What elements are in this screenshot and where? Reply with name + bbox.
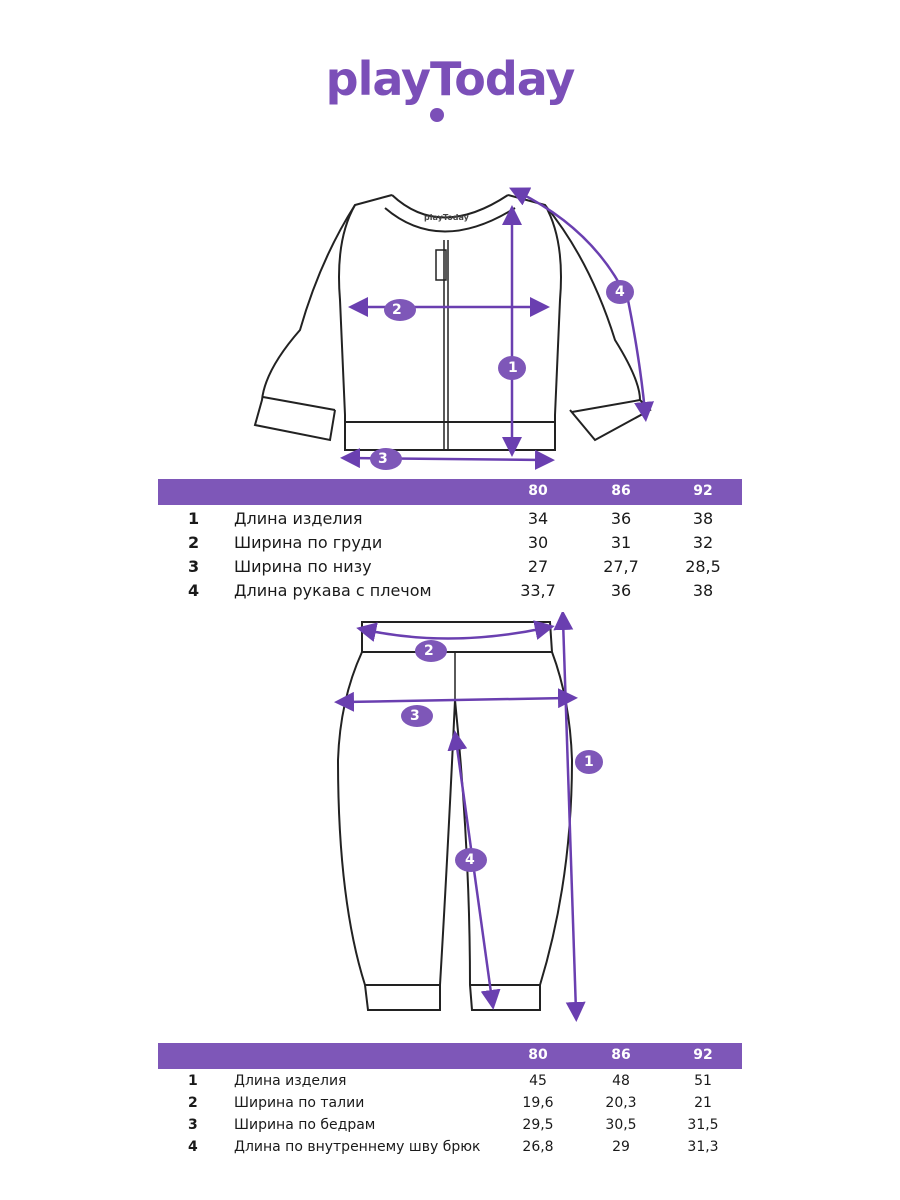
pants-marker-1: 1	[584, 754, 594, 770]
value-92: 51	[694, 1073, 712, 1089]
value-80: 26,8	[522, 1139, 554, 1155]
table-row: 3 Ширина по бедрам 29,5 30,5 31,5	[158, 1115, 742, 1137]
jacket-marker-4: 4	[615, 284, 625, 300]
pants-marker-4: 4	[465, 852, 475, 868]
brand-logo: playToday	[325, 52, 576, 106]
pants-marker-3: 3	[410, 708, 420, 724]
jacket-outline	[253, 194, 652, 451]
size-80: 80	[528, 483, 548, 499]
row-number: 3	[188, 557, 200, 576]
value-86: 36	[610, 581, 632, 600]
value-80: 29,5	[522, 1117, 554, 1133]
logo-dot	[430, 108, 444, 122]
row-number: 2	[188, 533, 200, 552]
value-80: 19,6	[522, 1095, 554, 1111]
value-86: 31	[610, 533, 632, 552]
value-92: 31,3	[687, 1139, 719, 1155]
table-row: 3 Ширина по низу 27 27,7 28,5	[158, 555, 742, 579]
value-86: 29	[612, 1139, 630, 1155]
jacket-markers	[370, 280, 634, 470]
row-number: 3	[188, 1117, 198, 1133]
row-label: Ширина по талии	[234, 1095, 365, 1111]
pants-marker-2: 2	[424, 643, 434, 659]
jacket-size-table: 80 86 92 1 Длина изделия 34 36 38 2 Шири…	[158, 479, 742, 603]
table-row: 4 Длина по внутреннему шву брюк 26,8 29 …	[158, 1137, 742, 1159]
row-label: Ширина по груди	[234, 533, 383, 552]
row-label: Ширина по низу	[234, 557, 372, 576]
jacket-marker-2: 2	[392, 302, 402, 318]
pants-size-table: 80 86 92 1 Длина изделия 45 48 51 2 Шири…	[158, 1043, 742, 1159]
jacket-diagram	[253, 187, 654, 470]
row-label: Длина по внутреннему шву брюк	[234, 1139, 481, 1155]
row-label: Длина рукава с плечом	[234, 581, 432, 600]
size-86: 86	[611, 1047, 631, 1063]
jacket-neck-label: playToday	[424, 213, 469, 222]
value-86: 36	[610, 509, 632, 528]
value-92: 21	[694, 1095, 712, 1111]
pants-diagram	[334, 612, 603, 1022]
pants-markers	[401, 640, 603, 872]
table-row: 1 Длина изделия 45 48 51	[158, 1071, 742, 1093]
value-80: 45	[529, 1073, 547, 1089]
value-86: 48	[612, 1073, 630, 1089]
pants-table-header: 80 86 92	[158, 1043, 742, 1069]
size-92: 92	[693, 483, 713, 499]
value-92: 38	[692, 509, 714, 528]
value-86: 20,3	[605, 1095, 637, 1111]
row-number: 4	[188, 1139, 198, 1155]
jacket-marker-3: 3	[378, 451, 388, 467]
row-label: Длина изделия	[234, 509, 363, 528]
jacket-measure-lines	[340, 187, 654, 470]
pants-measure-lines	[334, 612, 586, 1022]
value-92: 32	[692, 533, 714, 552]
value-80: 30	[527, 533, 549, 552]
value-92: 28,5	[685, 557, 721, 576]
size-86: 86	[611, 483, 631, 499]
table-row: 2 Ширина по груди 30 31 32	[158, 531, 742, 555]
row-number: 1	[188, 1073, 198, 1089]
row-label: Длина изделия	[234, 1073, 347, 1089]
value-86: 30,5	[605, 1117, 637, 1133]
row-label: Ширина по бедрам	[234, 1117, 376, 1133]
table-row: 4 Длина рукава с плечом 33,7 36 38	[158, 579, 742, 603]
value-80: 33,7	[520, 581, 556, 600]
row-number: 2	[188, 1095, 198, 1111]
size-80: 80	[528, 1047, 548, 1063]
value-80: 27	[527, 557, 549, 576]
table-row: 2 Ширина по талии 19,6 20,3 21	[158, 1093, 742, 1115]
jacket-table-header: 80 86 92	[158, 479, 742, 505]
value-80: 34	[527, 509, 549, 528]
value-92: 31,5	[687, 1117, 719, 1133]
row-number: 4	[188, 581, 200, 600]
pants-outline	[336, 621, 574, 1011]
jacket-marker-1: 1	[508, 360, 518, 376]
row-number: 1	[188, 509, 200, 528]
value-92: 38	[692, 581, 714, 600]
size-92: 92	[693, 1047, 713, 1063]
table-row: 1 Длина изделия 34 36 38	[158, 507, 742, 531]
value-86: 27,7	[603, 557, 639, 576]
